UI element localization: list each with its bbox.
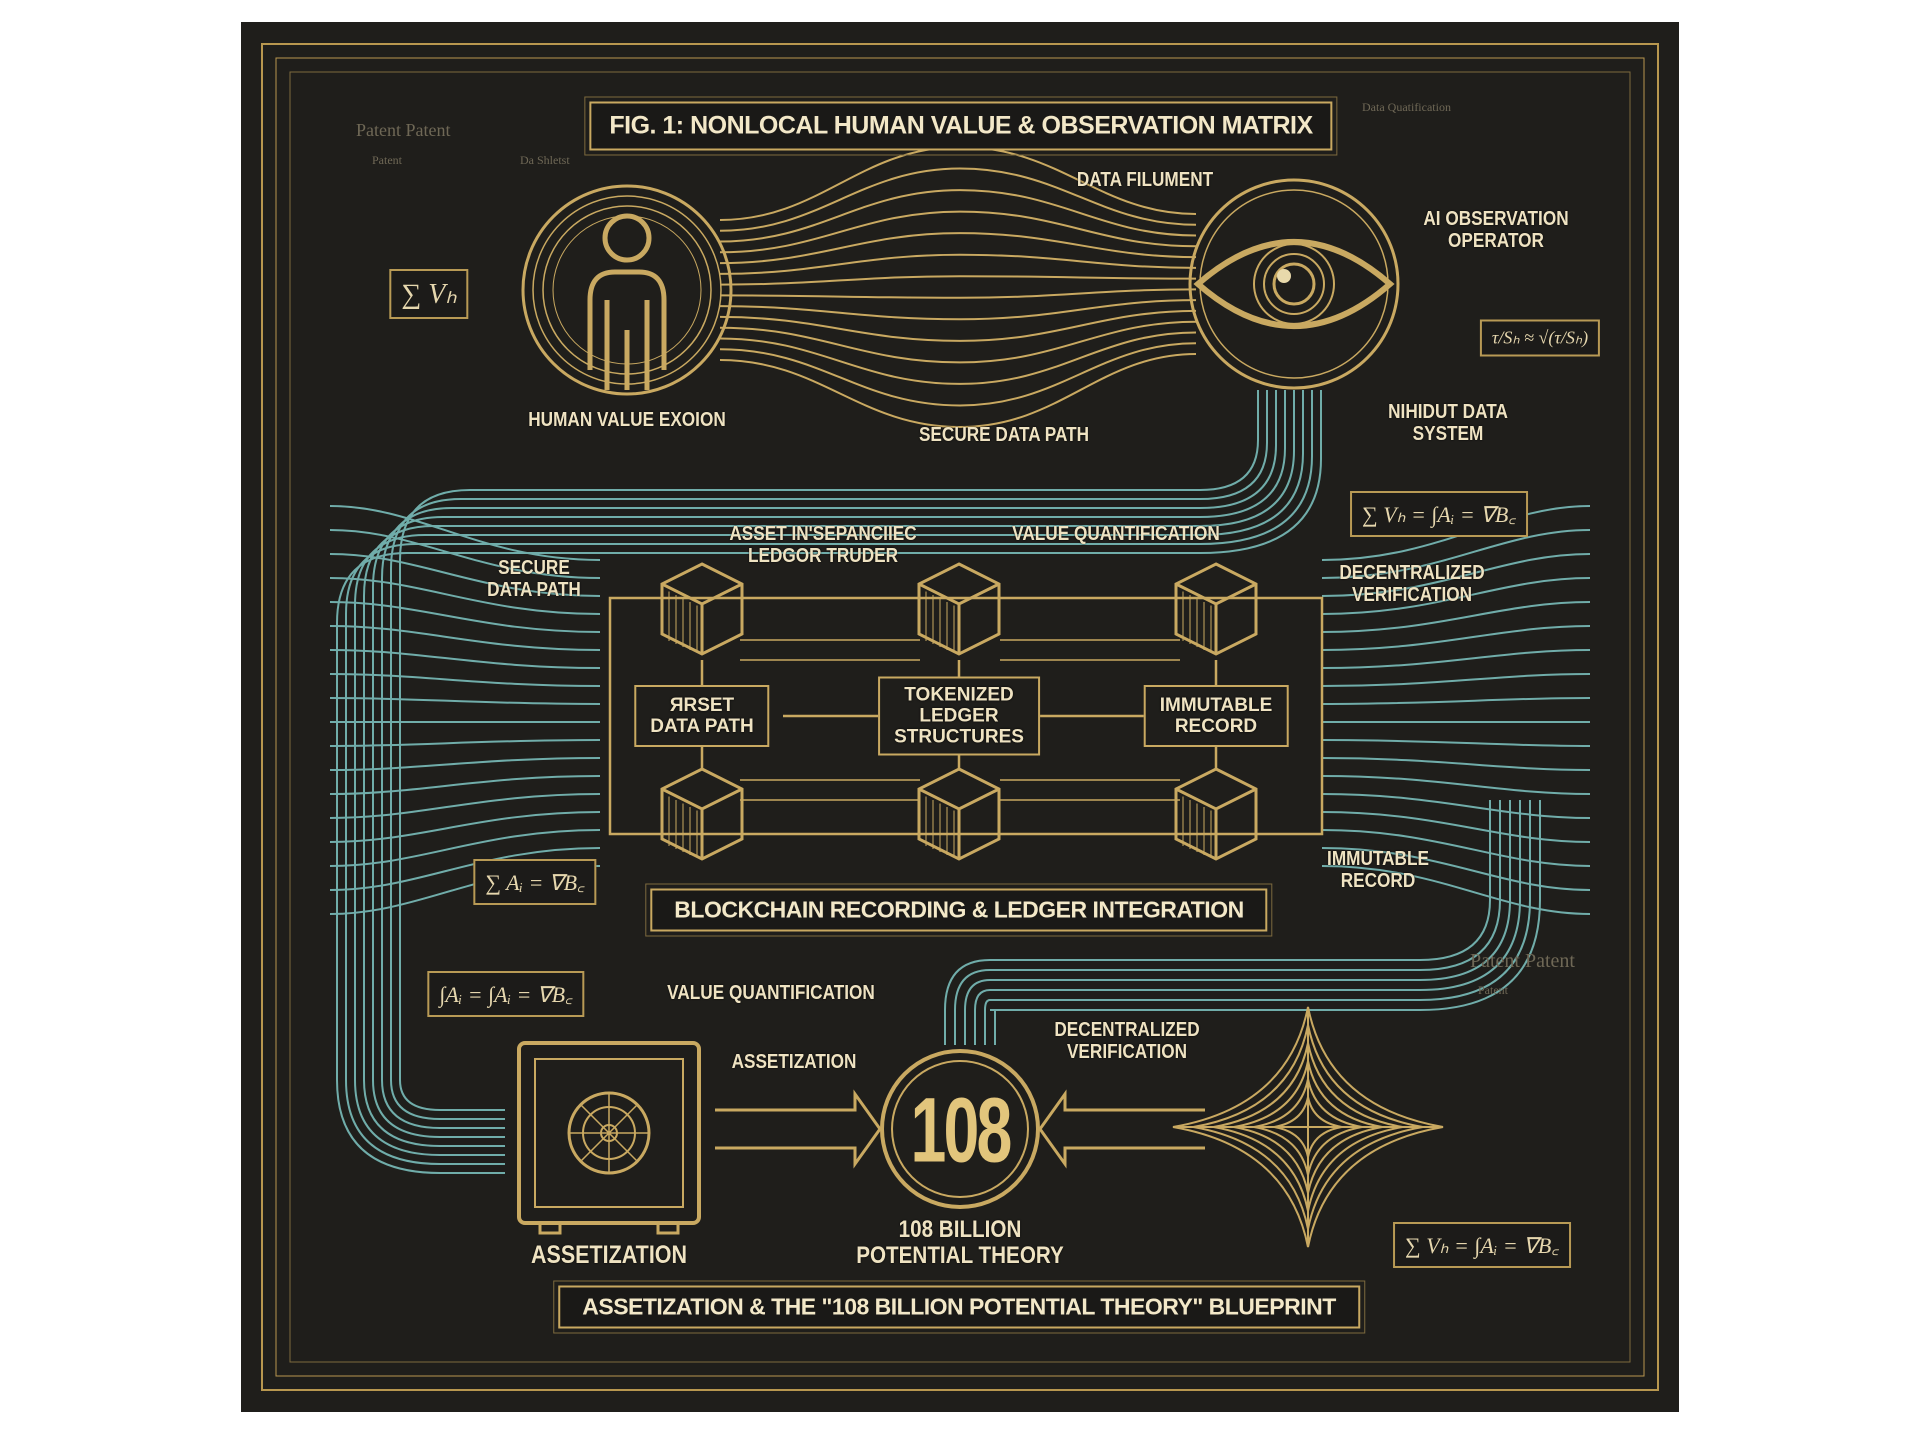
tokenized-ledger-box: TOKENIZED LEDGER STRUCTURES bbox=[878, 677, 1040, 756]
blockchain-banner: BLOCKCHAIN RECORDING & LEDGER INTEGRATIO… bbox=[650, 889, 1267, 932]
cube-icon bbox=[919, 769, 999, 859]
patent-header-right: Patent Patent bbox=[1470, 950, 1575, 973]
right-fan-line bbox=[1322, 650, 1590, 668]
right-fan-line bbox=[1322, 740, 1590, 746]
left-fan-line bbox=[330, 650, 600, 668]
left-fan-line bbox=[330, 740, 600, 746]
secure-path-line bbox=[382, 390, 1276, 1128]
cube-outline bbox=[919, 564, 999, 654]
left-fan-line bbox=[330, 698, 600, 704]
left-fan-line bbox=[330, 776, 600, 794]
cube-outline bbox=[919, 769, 999, 859]
figure-title-banner: FIG. 1: NONLOCAL HUMAN VALUE & OBSERVATI… bbox=[589, 102, 1332, 151]
right-fan-line bbox=[1322, 776, 1590, 794]
cube-outline bbox=[1176, 769, 1256, 859]
assetization-label: ASSETIZATION bbox=[531, 1244, 687, 1266]
eye-icon bbox=[1198, 242, 1390, 326]
patent-header-left: Patent Patent bbox=[356, 120, 450, 141]
left-fan-line bbox=[330, 758, 600, 770]
figure-title: FIG. 1: NONLOCAL HUMAN VALUE & OBSERVATI… bbox=[609, 112, 1312, 140]
blockchain-banner-text: BLOCKCHAIN RECORDING & LEDGER INTEGRATIO… bbox=[674, 897, 1243, 923]
right-fan-line bbox=[1322, 794, 1590, 818]
potential-theory-label: 108 BILLION POTENTIAL THEORY bbox=[856, 1217, 1064, 1269]
data-filament-line bbox=[720, 289, 1196, 297]
cube-outline bbox=[662, 564, 742, 654]
right-fan-line bbox=[1322, 698, 1590, 704]
blueprint-banner: ASSETIZATION & THE "108 BILLION POTENTIA… bbox=[558, 1286, 1360, 1329]
number-108: 108 bbox=[910, 1079, 1009, 1184]
data-quatification-header: Data Quatification bbox=[1362, 100, 1451, 115]
asset-ledger-label: ASSET IN'SEPANCIIEC LEDGOR TRUDER bbox=[729, 523, 916, 567]
formula-sum-vh: ∑ Vₕ bbox=[389, 269, 468, 319]
cube-outline bbox=[662, 769, 742, 859]
left-fan-line bbox=[330, 794, 600, 818]
cube-icon bbox=[1176, 769, 1256, 859]
data-filament-line bbox=[720, 343, 1196, 405]
decentralized-verification-bottom-label: DECENTRALIZED VERIFICATION bbox=[1054, 1019, 1199, 1063]
human-value-label: HUMAN VALUE EXOION bbox=[528, 409, 725, 431]
cube-icon bbox=[1176, 564, 1256, 654]
decentralized-verification-label: DECENTRALIZED VERIFICATION bbox=[1339, 562, 1484, 606]
data-subheader-left: Da Shletst bbox=[520, 153, 570, 168]
patent-subheader-left: Patent bbox=[372, 153, 402, 168]
right-fan-line bbox=[1322, 626, 1590, 650]
cube-outline bbox=[1176, 564, 1256, 654]
right-fan-line bbox=[1322, 674, 1590, 686]
left-fan-line bbox=[330, 674, 600, 686]
immutable-record-box: IMMUTABLE RECORD bbox=[1144, 685, 1289, 747]
star-icon bbox=[1173, 1007, 1443, 1247]
value-quantification-bottom-label: VALUE QUANTIFICATION bbox=[667, 982, 875, 1004]
formula-integral-ai: ∫Aᵢ = ∫Aᵢ = ∇B꜀ bbox=[427, 971, 584, 1017]
patent-subheader-right: Patent bbox=[1478, 983, 1508, 998]
safe-icon bbox=[519, 1043, 699, 1233]
immutable-record-label: IMMUTABLE RECORD bbox=[1327, 848, 1429, 892]
asset-data-path-box: ЯRSET DATA PATH bbox=[634, 685, 769, 747]
cube-icon bbox=[919, 564, 999, 654]
cube-icon bbox=[662, 769, 742, 859]
data-filament-label: DATA FILUMENT bbox=[1077, 169, 1213, 191]
formula-sum-integral: ∑ Vₕ = ∫Aᵢ = ∇B꜀ bbox=[1350, 491, 1528, 537]
data-filament-line bbox=[720, 233, 1196, 263]
data-filament-line bbox=[720, 276, 1196, 284]
data-filament-line bbox=[720, 311, 1196, 341]
cube-icon bbox=[662, 564, 742, 654]
input-data-system-label: NIHIDUT DATA SYSTEM bbox=[1388, 401, 1508, 445]
star-axis bbox=[1173, 1007, 1443, 1247]
assetization-arrow-label: ASSETIZATION bbox=[732, 1051, 857, 1073]
formula-sum-bottom-right: ∑ Vₕ = ∫Aᵢ = ∇B꜀ bbox=[1393, 1222, 1571, 1268]
data-filament-line bbox=[720, 354, 1196, 427]
secure-data-path-left-label: SECURE DATA PATH bbox=[487, 557, 581, 601]
person-icon bbox=[590, 216, 664, 390]
left-fan-line bbox=[330, 626, 600, 650]
secure-data-path-label: SECURE DATA PATH bbox=[919, 424, 1089, 446]
right-fan-line bbox=[1322, 758, 1590, 770]
value-quantification-label: VALUE QUANTIFICATION bbox=[1012, 523, 1220, 545]
formula-sqrt: τ/Sₕ ≈ √(τ/Sₕ) bbox=[1480, 320, 1600, 357]
blueprint-banner-text: ASSETIZATION & THE "108 BILLION POTENTIA… bbox=[582, 1294, 1336, 1320]
ai-observation-label: AI OBSERVATION OPERATOR bbox=[1423, 208, 1568, 252]
formula-sum-ai: ∑ Aᵢ = ∇B꜀ bbox=[473, 859, 596, 905]
